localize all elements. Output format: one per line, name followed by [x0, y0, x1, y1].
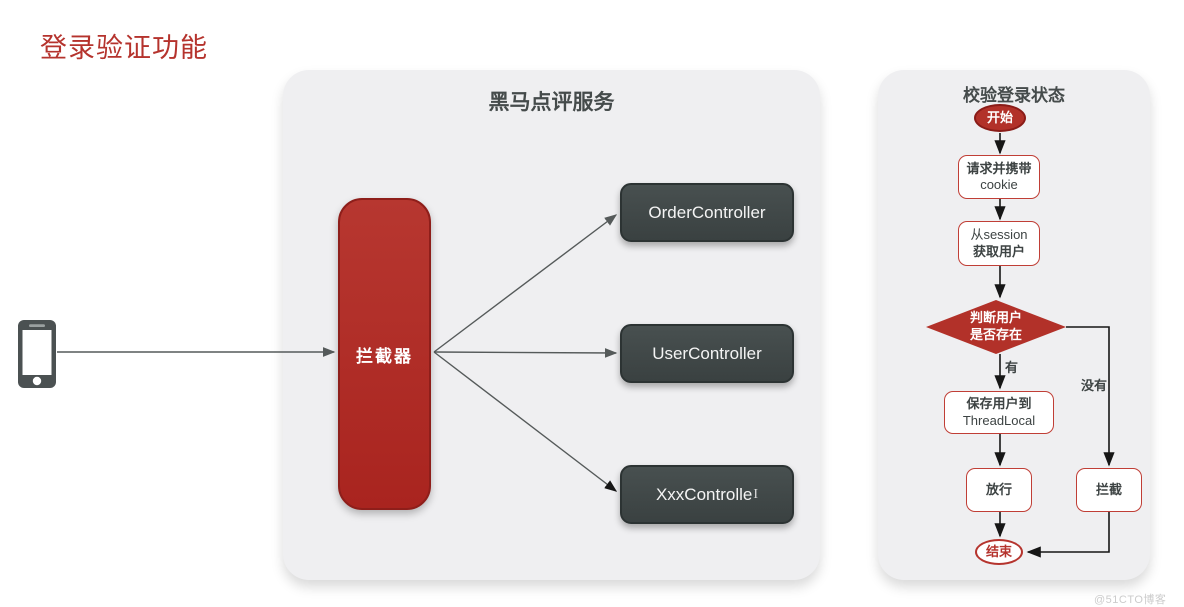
session-line2: 获取用户	[972, 243, 1025, 259]
text-cursor: I	[753, 486, 759, 502]
flow-pass-node: 放行	[966, 468, 1032, 512]
interceptor-node: 拦截器	[338, 198, 431, 510]
user-controller-label: UserController	[652, 343, 762, 363]
smartphone-icon	[18, 320, 56, 388]
pass-label: 放行	[985, 481, 1012, 497]
decision-line2: 是否存在	[969, 327, 1022, 342]
session-line1: 从session	[970, 227, 1028, 243]
flow-panel-title: 校验登录状态	[963, 86, 1065, 105]
user-controller-node: UserController	[620, 324, 794, 383]
edge-label-yes: 有	[1005, 360, 1019, 375]
flow-session-node: 从session 获取用户	[958, 221, 1040, 266]
service-panel: 黑马点评服务 拦截器 OrderController UserControlle…	[283, 70, 820, 580]
flow-start-label: 开始	[986, 109, 1013, 125]
page-title: 登录验证功能	[40, 33, 208, 63]
flow-end-label: 结束	[985, 543, 1012, 559]
login-check-flow-panel: 校验登录状态 开始 请求并携带 cookie 从session 获取用户 判断用…	[878, 70, 1150, 580]
request-line1: 请求并携带	[966, 160, 1032, 176]
xxx-controller-label: XxxControlle	[655, 484, 753, 504]
flow-decision-node: 判断用户 是否存在	[926, 300, 1066, 354]
flow-save-threadlocal-node: 保存用户到 ThreadLocal	[944, 391, 1054, 434]
decision-line1: 判断用户	[969, 310, 1022, 326]
save-line2: ThreadLocal	[962, 412, 1036, 428]
edge-label-no: 没有	[1081, 378, 1108, 393]
flow-request-cookie-node: 请求并携带 cookie	[958, 155, 1040, 199]
flow-intercept-node: 拦截	[1076, 468, 1142, 512]
order-controller-node: OrderController	[620, 183, 794, 242]
intercept-label: 拦截	[1095, 481, 1122, 497]
save-line1: 保存用户到	[966, 396, 1032, 412]
watermark: @51CTO博客	[1094, 594, 1167, 606]
interceptor-label: 拦截器	[356, 346, 413, 366]
order-controller-label: OrderController	[648, 202, 766, 222]
service-panel-title: 黑马点评服务	[488, 91, 615, 114]
flow-start-node: 开始	[974, 104, 1026, 132]
request-line2: cookie	[980, 177, 1018, 192]
flow-end-node: 结束	[975, 539, 1023, 565]
